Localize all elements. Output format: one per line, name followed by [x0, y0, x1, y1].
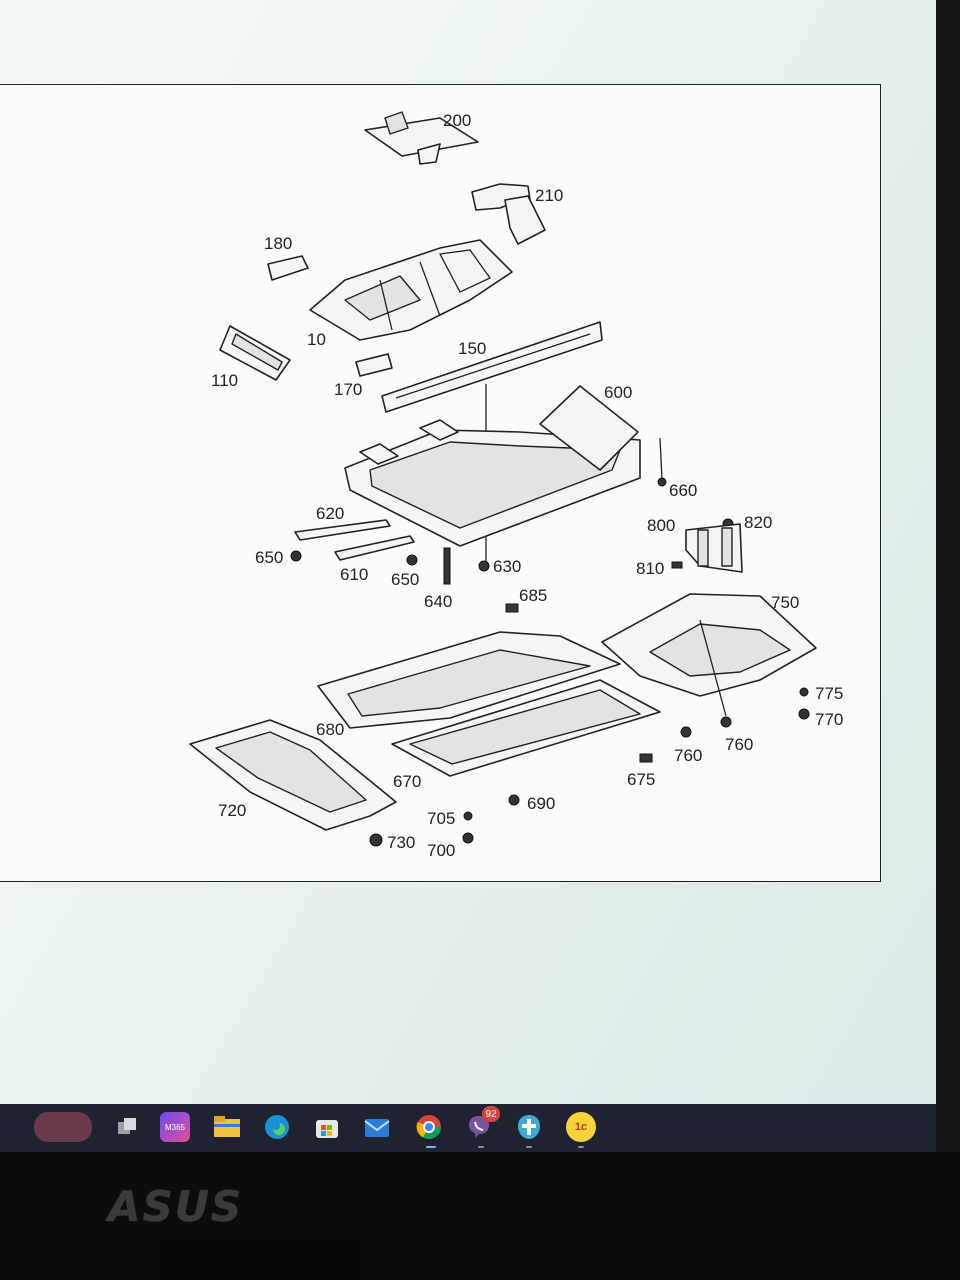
callout-600: 600 — [604, 383, 632, 402]
callout-150: 150 — [458, 339, 486, 358]
callout-820: 820 — [744, 513, 772, 532]
app-icon[interactable] — [514, 1112, 544, 1142]
callout-650-left: 650 — [255, 548, 283, 567]
1c-icon[interactable]: 1c — [566, 1112, 596, 1142]
m365-label: M365 — [164, 1122, 185, 1132]
parts-diagram: 200 210 180 10 110 170 150 600 660 620 6… — [189, 111, 843, 860]
part-620-610 — [294, 519, 415, 561]
1c-running-indicator — [578, 1146, 584, 1148]
callout-610: 610 — [340, 565, 368, 584]
callout-110: 110 — [211, 371, 238, 390]
callout-640: 640 — [424, 592, 452, 611]
callout-720: 720 — [218, 801, 246, 820]
part-750 — [601, 593, 817, 717]
bolt-660-shaft — [659, 437, 663, 481]
part-210 — [471, 183, 546, 245]
windows-taskbar — [0, 1104, 936, 1152]
callout-700: 700 — [427, 841, 455, 860]
callout-200: 200 — [443, 111, 471, 130]
callout-660: 660 — [669, 481, 697, 500]
fasteners — [290, 518, 810, 847]
callout-760-left: 760 — [674, 746, 702, 765]
callout-170: 170 — [334, 380, 362, 399]
part-720 — [189, 719, 397, 831]
part-680 — [317, 631, 621, 729]
microsoft-365-icon[interactable]: M365 — [160, 1112, 190, 1142]
monitor-stand — [160, 1240, 360, 1280]
store-icon[interactable] — [312, 1112, 342, 1142]
bolt-660 — [657, 477, 667, 487]
callout-680: 680 — [316, 720, 344, 739]
part-180 — [267, 255, 309, 281]
viber-running-indicator — [478, 1146, 484, 1148]
callout-210: 210 — [535, 186, 563, 205]
callout-750: 750 — [771, 593, 799, 612]
callout-620: 620 — [316, 504, 344, 523]
callout-10: 10 — [307, 330, 326, 349]
callout-705: 705 — [427, 809, 455, 828]
callout-650-right: 650 — [391, 570, 419, 589]
file-explorer-icon[interactable] — [212, 1112, 242, 1142]
viber-badge: 92 — [482, 1106, 500, 1122]
callout-675: 675 — [627, 770, 655, 789]
callout-630: 630 — [493, 557, 521, 576]
callout-labels: 200 210 180 10 110 170 150 600 660 620 6… — [211, 111, 843, 860]
part-10 — [309, 239, 513, 341]
part-670 — [391, 679, 661, 777]
callout-730: 730 — [387, 833, 415, 852]
part-200 — [364, 111, 479, 165]
monitor-brand-logo: ASUS — [108, 1182, 244, 1231]
callout-180: 180 — [264, 234, 292, 253]
app-running-indicator — [526, 1146, 532, 1148]
chrome-active-indicator — [426, 1146, 436, 1148]
callout-670: 670 — [393, 772, 421, 791]
edge-icon[interactable] — [262, 1112, 292, 1142]
callout-800: 800 — [647, 516, 675, 535]
mail-icon[interactable] — [362, 1112, 392, 1142]
callout-690: 690 — [527, 794, 555, 813]
1c-label: 1c — [574, 1121, 588, 1133]
part-800 — [685, 523, 743, 573]
task-view-icon[interactable] — [112, 1112, 142, 1142]
part-110 — [219, 325, 291, 381]
callout-685: 685 — [519, 586, 547, 605]
viber-icon[interactable] — [464, 1112, 494, 1142]
wallpaper-thumb[interactable] — [34, 1112, 92, 1142]
callout-775: 775 — [815, 684, 843, 703]
part-600 — [344, 385, 641, 547]
callout-770: 770 — [815, 710, 843, 729]
part-170 — [355, 353, 393, 377]
callout-760-right: 760 — [725, 735, 753, 754]
chrome-icon[interactable] — [414, 1112, 444, 1142]
callout-810: 810 — [636, 559, 664, 578]
